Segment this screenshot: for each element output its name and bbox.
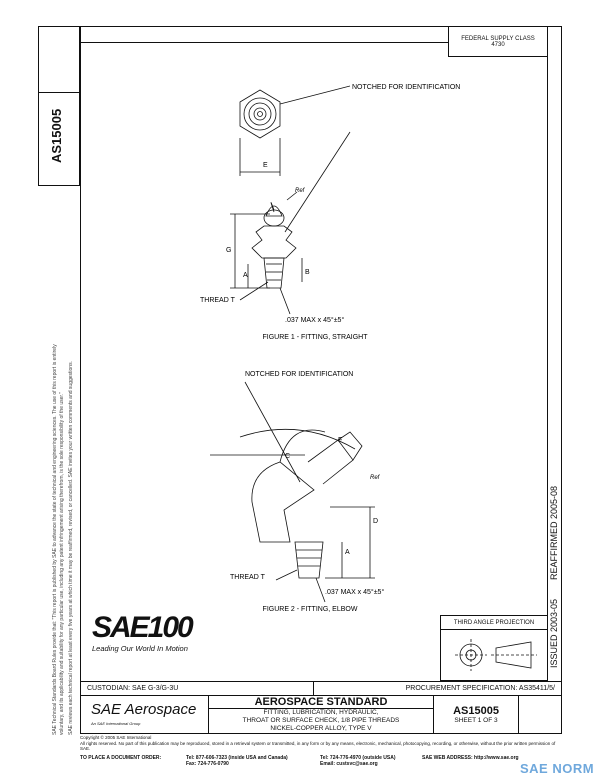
fig2-chamfer: .037 MAX x 45°±5° [325,588,384,596]
disclaimer-line2: voluntary, and its applicability and sui… [59,392,65,735]
watermark-logo: SAE NORM [520,761,595,776]
sae100-tagline: Leading Our World In Motion [92,644,188,653]
fsc-label: FEDERAL SUPPLY CLASS [461,35,535,42]
fig2-dim-ref: Ref [370,475,381,481]
fig1-dim-b: B [305,269,310,276]
fig1-dim-ref: Ref [295,188,306,194]
standard-heading: AEROSPACE STANDARD [254,696,388,708]
tel-us: Tel: 877-606-7323 (inside USA and Canada… [186,755,288,761]
projection-label: THIRD ANGLE PROJECTION [453,619,535,626]
fig2-callout: NOTCHED FOR IDENTIFICATION [245,371,353,378]
title-doc-number: AS15005 [453,705,499,717]
fig2-dim-a: A [345,549,350,556]
sheet-number: SHEET 1 OF 3 [454,717,498,724]
drawing-area: E NOTCHED FOR IDENTIFICATION Ref G A B T… [200,84,460,613]
sae-aerospace-logo: SAE Aerospace [91,701,197,718]
projection-symbol-box [440,629,548,681]
fig2-dim-c: C [285,453,290,460]
third-angle-projection-icon [455,639,537,671]
procurement-spec: PROCUREMENT SPECIFICATION: AS35411/5/ [405,685,555,692]
federal-supply-class-box: FEDERAL SUPPLY CLASS 4730 [448,26,548,57]
fig2-caption: FIGURE 2 - FITTING, ELBOW [263,606,358,613]
revision-cell [518,695,562,734]
title-line2: THROAT OR SURFACE CHECK, 1/8 PIPE THREAD… [242,717,400,724]
fig2-dim-f: F [338,437,342,444]
web-address[interactable]: SAE WEB ADDRESS: http://www.sae.org [422,755,519,761]
phone-block-intl: Tel: 724-776-4970 (outside USA) Email: c… [320,755,396,767]
disclaimer-line1: SAE Technical Standards Board Rules prov… [52,344,58,735]
fig1-dim-a: A [243,272,248,279]
fig1-thread: THREAD T [200,297,236,304]
phone-block-us: Tel: 877-606-7323 (inside USA and Canada… [186,755,288,767]
rights-notice: All rights reserved. No part of this pub… [80,740,556,752]
fig1-dim-e: E [263,162,268,169]
sidebar-blank-cell [38,26,80,93]
fig1-callout: NOTCHED FOR IDENTIFICATION [352,84,460,91]
disclaimer-line3: SAE reviews each technical report at lea… [68,361,74,735]
title-line1: FITTING, LUBRICATION, HYDRAULIC, [263,709,379,716]
email[interactable]: Email: custsvc@sae.org [320,761,378,767]
fig1-chamfer: .037 MAX x 45°±5° [285,316,344,324]
document-title-cell: FITTING, LUBRICATION, HYDRAULIC, THROAT … [208,708,434,734]
custodian-cell: CUSTODIAN: SAE G-3/G-3U [80,681,314,696]
sae100-logo: SAE100 Leading Our World In Motion [92,612,222,662]
sae-aerospace-sub: An SAE International Group [91,721,141,726]
fig1-dim-g: G [226,247,231,254]
tel-outside: Tel: 724-776-4970 (outside USA) [320,755,396,761]
procurement-cell: PROCUREMENT SPECIFICATION: AS35411/5/ [313,681,562,696]
figure1-top-view [239,85,351,176]
reaffirmed-date: REAFFIRMED 2005-08 [549,485,559,580]
issued-date: ISSUED 2003-05 [549,598,559,668]
footer: Copyright © 2005 SAE International All r… [80,735,560,752]
fig2-thread: THREAD T [230,574,266,581]
custodian: CUSTODIAN: SAE G-3/G-3U [87,685,179,692]
figure1-side-view [230,131,351,315]
fax: Fax: 724-776-0790 [186,761,229,767]
right-strip-rule [547,26,548,681]
title-line3: NICKEL-COPPER ALLOY, TYPE V [270,725,372,732]
projection-label-box: THIRD ANGLE PROJECTION [440,615,548,630]
standard-heading-cell: AEROSPACE STANDARD [208,695,434,709]
copyright: Copyright © 2005 SAE International [80,735,152,740]
aero-logo-cell: SAE Aerospace An SAE International Group [80,695,209,734]
fsc-value: 4730 [491,41,505,48]
sidebar-doc-number-cell: AS15005 [38,92,80,186]
sae100-logo-text: SAE100 [92,611,194,644]
sidebar-doc-number: AS15005 [49,108,64,163]
fig1-caption: FIGURE 1 - FITTING, STRAIGHT [263,334,369,341]
figure2-elbow-view [210,381,375,603]
header-rule [80,42,448,43]
order-label: TO PLACE A DOCUMENT ORDER: [80,755,162,761]
fig2-dim-d: D [373,518,378,525]
doc-number-cell: AS15005 SHEET 1 OF 3 [433,695,519,734]
